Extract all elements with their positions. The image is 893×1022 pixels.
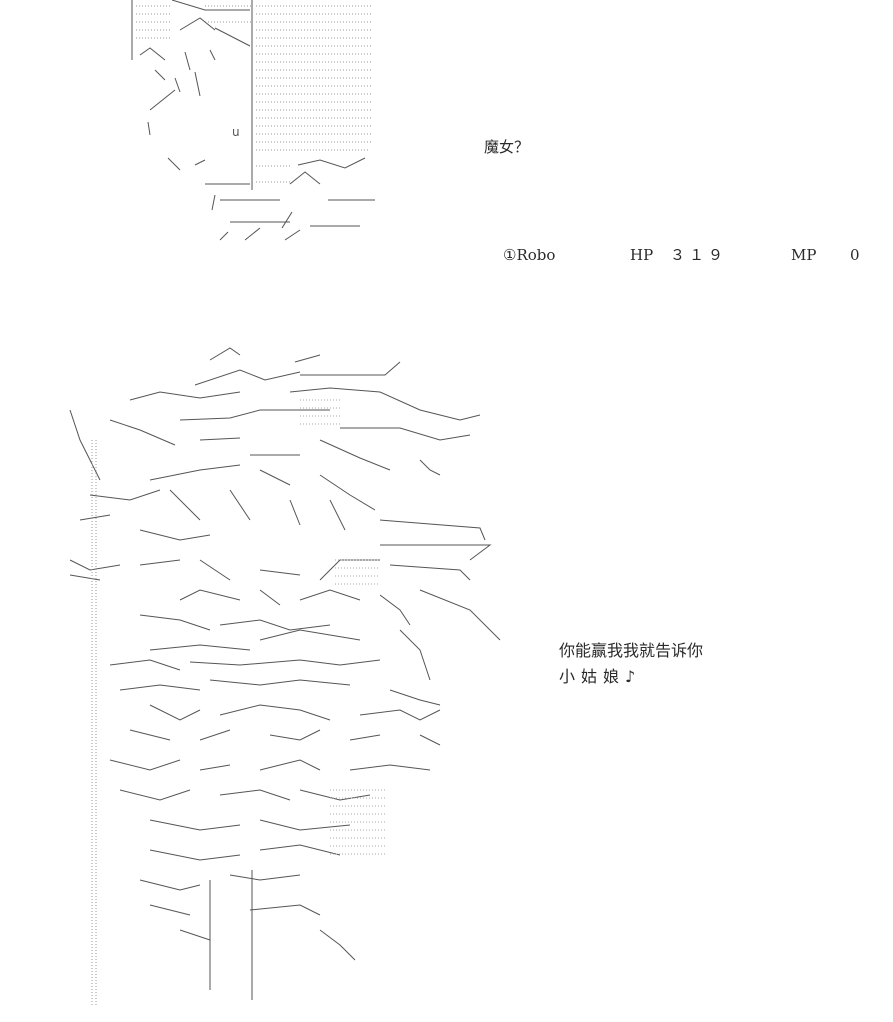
dialogue-line-2: 小姑娘♪	[559, 667, 642, 686]
bottom-figure-left-hatch	[91, 440, 97, 1005]
dialogue-line-1: 你能赢我我就告诉你	[559, 641, 704, 660]
speaker-title: 魔女？	[484, 138, 530, 156]
status-mp-label: MP	[791, 246, 817, 264]
bottom-figure-lines	[69, 347, 501, 1005]
top-figure-hatch	[136, 5, 372, 183]
status-hp-value: ３１９	[670, 246, 728, 264]
status-name: ①Robo	[503, 246, 556, 264]
top-figure-lines	[131, 0, 375, 241]
top-figure-mark: u	[232, 125, 240, 139]
status-mp-value: 0	[850, 246, 860, 264]
status-hp-label: HP	[630, 246, 654, 264]
bottom-figure-hatch	[300, 399, 385, 855]
